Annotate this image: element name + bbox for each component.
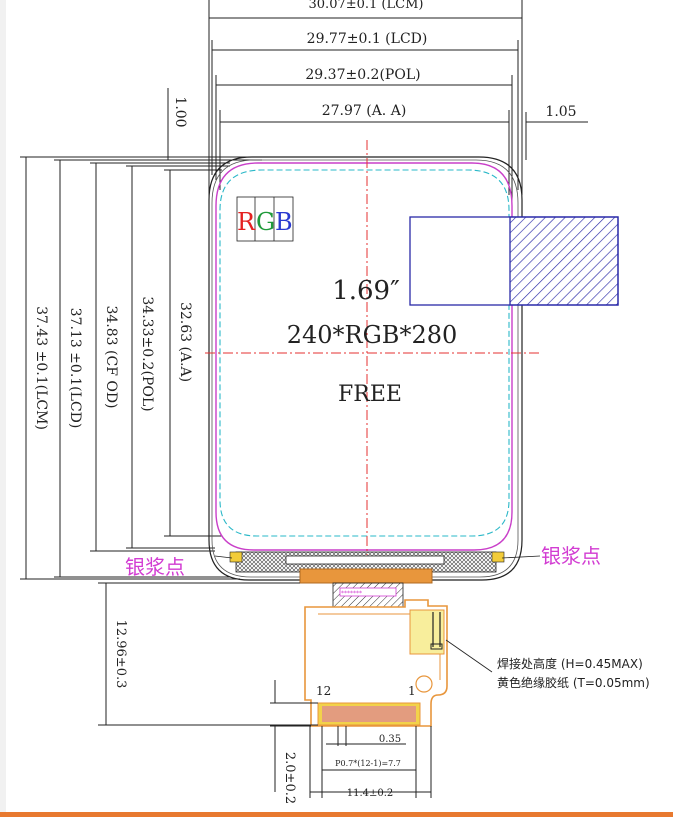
bottom-orange-bar [0,812,673,817]
dim-cf-height: 34.83 (CF OD) [103,305,119,408]
driver-ic [285,555,445,565]
pin-12-label: 12 [316,684,331,698]
dim-lcm-height: 37.43 ±0.1(LCM) [33,306,49,430]
silver-dot-label-left: 银浆点 [125,555,185,579]
weld-height-note: 焊接处高度 (H=0.45MAX) [497,656,643,671]
dim-fpc-tab: 2.0±0.2 [282,752,297,804]
dim-pol-height: 34.33±0.2(POL) [139,296,155,411]
left-page-edge [0,0,6,817]
dim-pin-pitch: 0.35 [379,734,401,745]
side-connector [409,216,619,306]
display-resolution: 240*RGB*280 [287,321,458,349]
weld-leader [445,639,493,673]
dim-aa-height: 32.63 (A.A) [177,302,193,382]
dim-left-gap: 1.00 [172,96,188,127]
silver-dot-leaders [214,555,541,559]
fpc-marking: ******* [341,590,362,597]
dim-pin-span: P0.7*(12-1)=7.7 [335,759,401,768]
rgb-pixel-block [236,196,294,242]
lcm-outline [208,156,523,581]
display-size: 1.69″ [332,276,400,306]
left-dimensions [20,156,262,580]
center-lines [205,140,540,555]
rgb-r-label: R [237,208,256,236]
fpc-dimensions [98,582,432,798]
rgb-g-label: G [256,208,275,236]
rgb-b-label: B [275,208,293,236]
dim-right-gap: 1.05 [545,104,576,120]
silver-dot-label-right: 银浆点 [541,544,601,568]
dim-lcd-width: 29.77±0.1 (LCD) [307,31,428,47]
dim-aa-width: 27.97 (A. A) [322,103,407,119]
dim-lcm-width: 30.07±0.1 (LCM) [309,0,424,12]
fpc-cable [299,568,448,727]
top-dimensions [208,0,588,220]
dim-fpc-width: 11.4±0.2 [347,788,394,799]
tape-note: 黄色绝缘胶纸 (T=0.05mm) [497,675,650,690]
dim-lcd-height: 37.13 ±0.1(LCD) [67,308,83,429]
pin-1-label: 1 [408,684,416,698]
silver-dot-right-marker [491,551,505,563]
dim-pol-width: 29.37±0.2(POL) [305,67,420,83]
display-note: FREE [338,382,402,407]
dim-fpc-height: 12.96±0.3 [113,620,128,689]
silver-dot-left-marker [229,551,243,563]
